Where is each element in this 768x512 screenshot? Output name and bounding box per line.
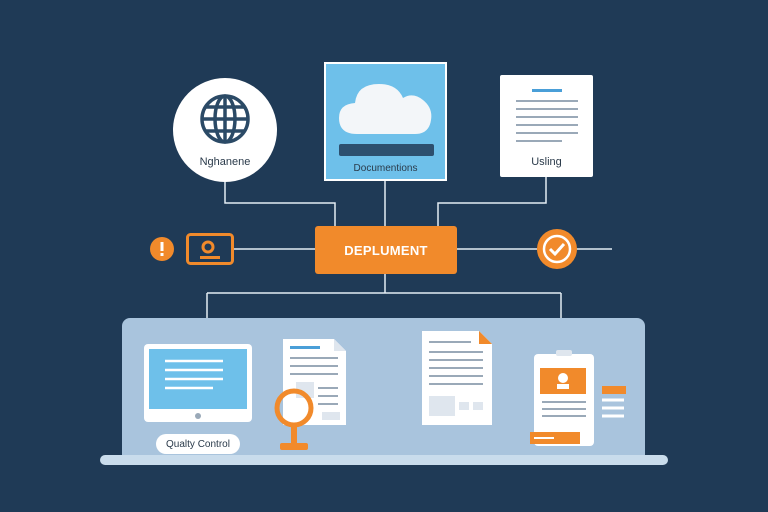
cloud-node[interactable]: Documentions [324,62,447,181]
document-icon [516,89,578,142]
mobile-device-icon[interactable] [528,348,628,448]
deployment-box[interactable]: DEPLUMENT [315,226,457,274]
globe-node-label: Nghanene [199,156,251,168]
desktop-monitor-icon[interactable] [143,343,255,435]
magnifier-icon[interactable] [272,386,316,454]
cloud-bar [339,144,434,156]
cloud-node-label: Documentions [353,163,418,174]
globe-icon [200,94,250,144]
cloud-icon [339,84,432,134]
globe-node[interactable]: Nghanene [173,78,277,182]
alert-icon[interactable] [149,236,175,262]
report-page-icon[interactable] [282,338,348,426]
panel-shelf [100,455,668,465]
document-node[interactable]: Usling [500,75,593,177]
quality-control-label[interactable]: Qualty Control [156,434,240,454]
check-icon[interactable] [536,228,578,270]
document-node-label: Usling [531,156,562,168]
small-monitor-icon[interactable] [186,233,234,265]
folded-document-icon[interactable] [421,330,493,426]
